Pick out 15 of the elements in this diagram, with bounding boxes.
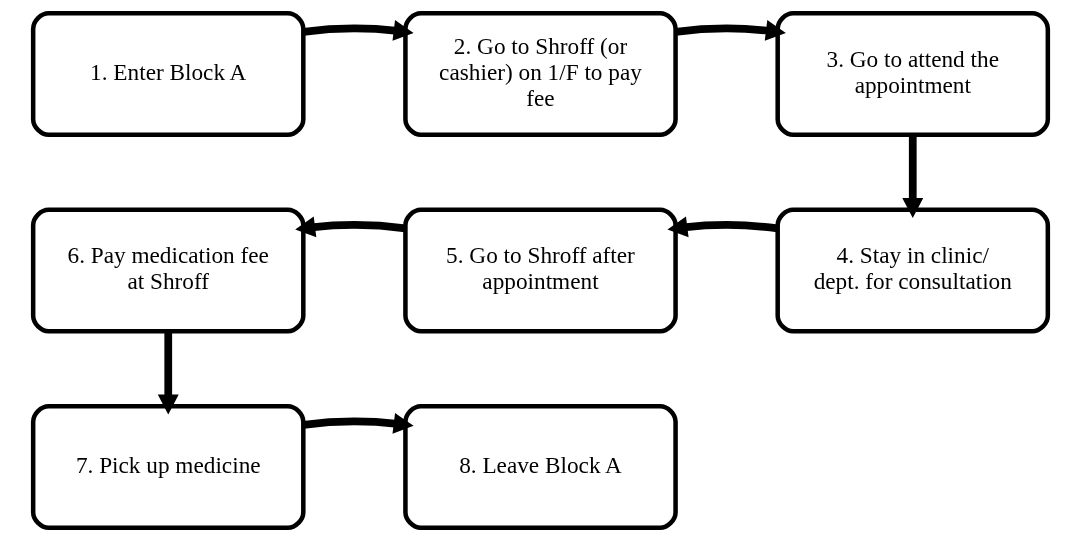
node-box: 8. Leave Block A <box>402 403 678 530</box>
arrow <box>666 216 778 238</box>
arrow <box>302 20 414 41</box>
node-box: 4. Stay in clinic/ dept. for consultation <box>774 207 1050 334</box>
node-box: 6. Pay medication fee at Shroff <box>30 207 306 334</box>
node-box: 2. Go to Shroff (or cashier) on 1/F to pay fee <box>402 11 678 138</box>
arrow <box>302 413 414 434</box>
arrow <box>901 135 923 218</box>
node-box: 1. Enter Block A <box>30 11 306 138</box>
arrow <box>294 216 406 238</box>
node-box: 5. Go to Shroff after appointment <box>402 207 678 334</box>
node-box: 7. Pick up medicine <box>30 403 306 530</box>
node-box: 3. Go to attend the appointment <box>774 11 1050 138</box>
arrow <box>674 20 786 41</box>
arrow <box>157 331 179 415</box>
